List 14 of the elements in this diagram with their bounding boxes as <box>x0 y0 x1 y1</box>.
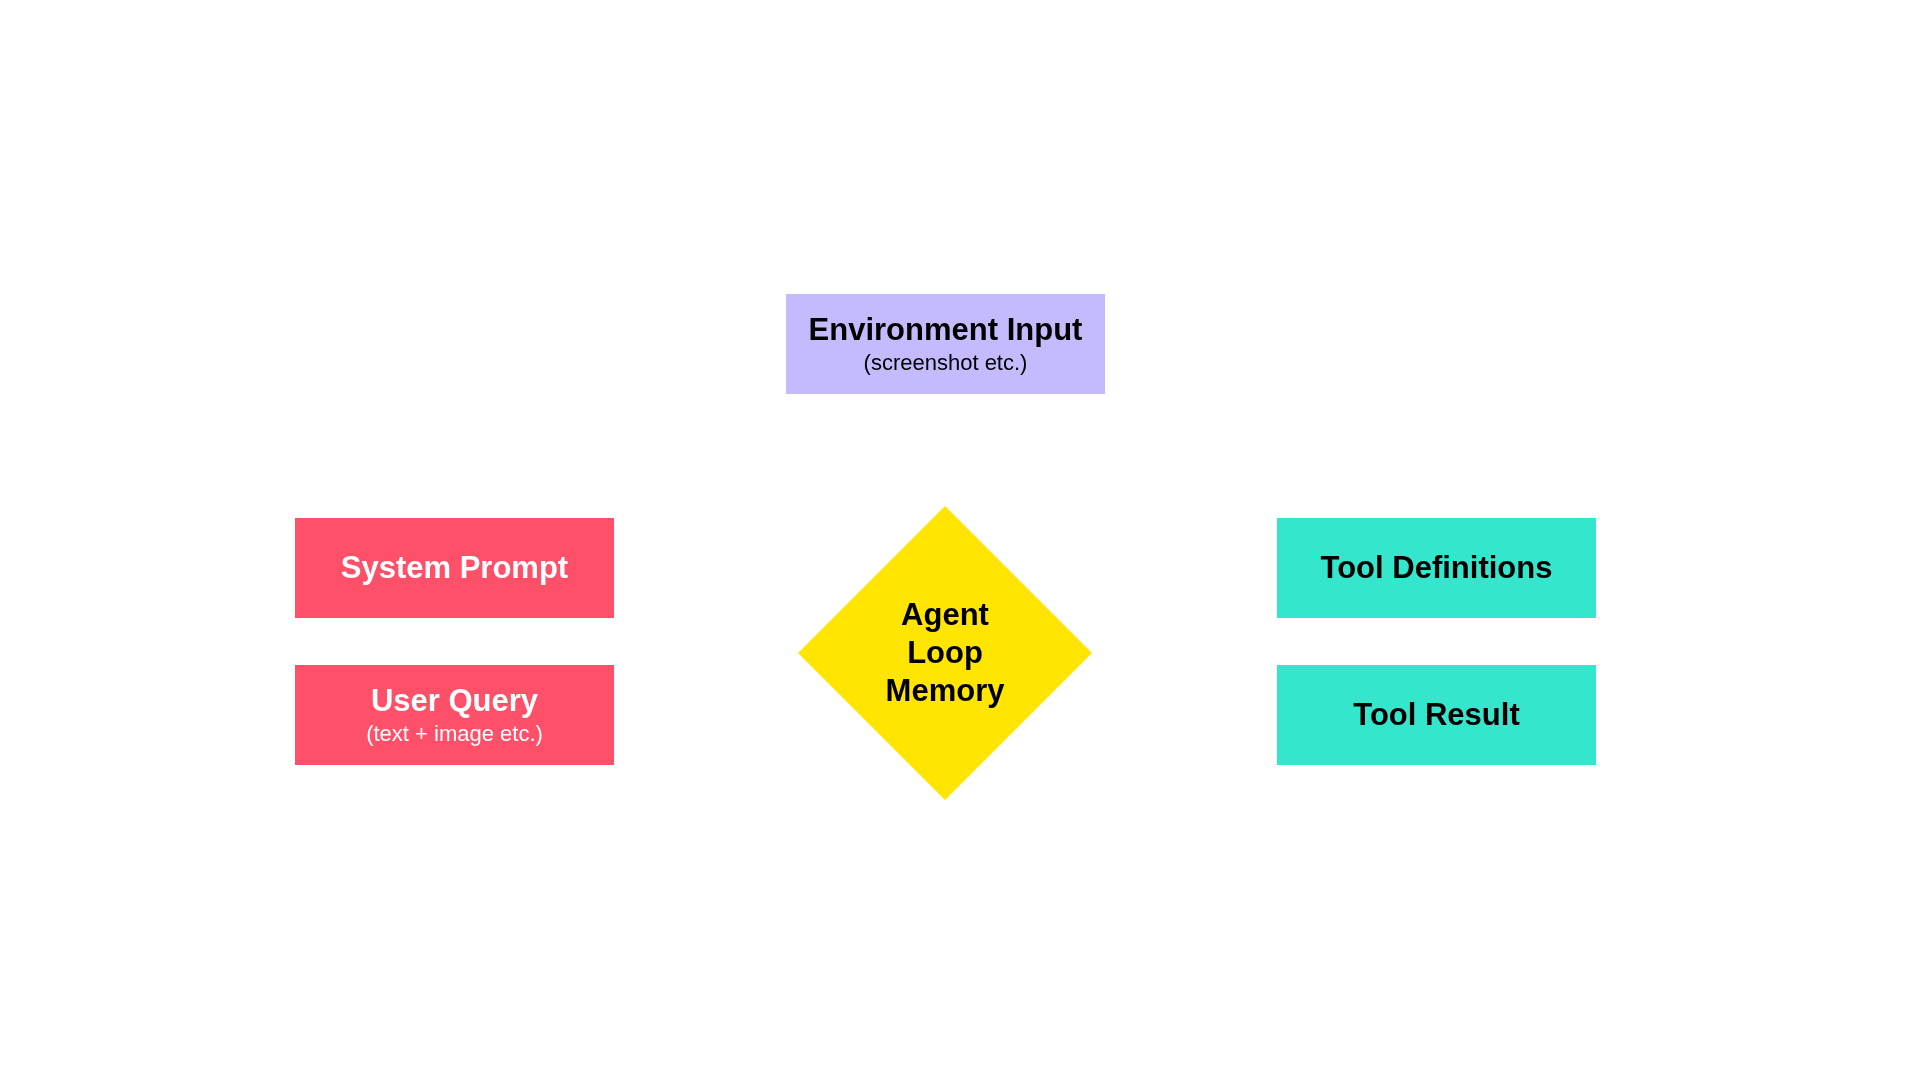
node-title: Environment Input <box>808 311 1083 349</box>
tool-box <box>1277 518 1596 618</box>
memory-diamond <box>798 506 1092 800</box>
node-title: Agent Loop Memory <box>884 596 1006 710</box>
result-box <box>1277 665 1596 765</box>
input-box <box>786 294 1105 394</box>
node-title: User Query <box>370 682 539 720</box>
query-box <box>295 665 614 765</box>
prompt-box <box>295 518 614 618</box>
node-title: Tool Definitions <box>1320 549 1553 587</box>
node-subtitle: (text + image etc.) <box>366 720 543 748</box>
node-subtitle: (screenshot etc.) <box>863 349 1028 377</box>
node-title: Tool Result <box>1353 696 1520 734</box>
node-title: System Prompt <box>340 549 569 587</box>
